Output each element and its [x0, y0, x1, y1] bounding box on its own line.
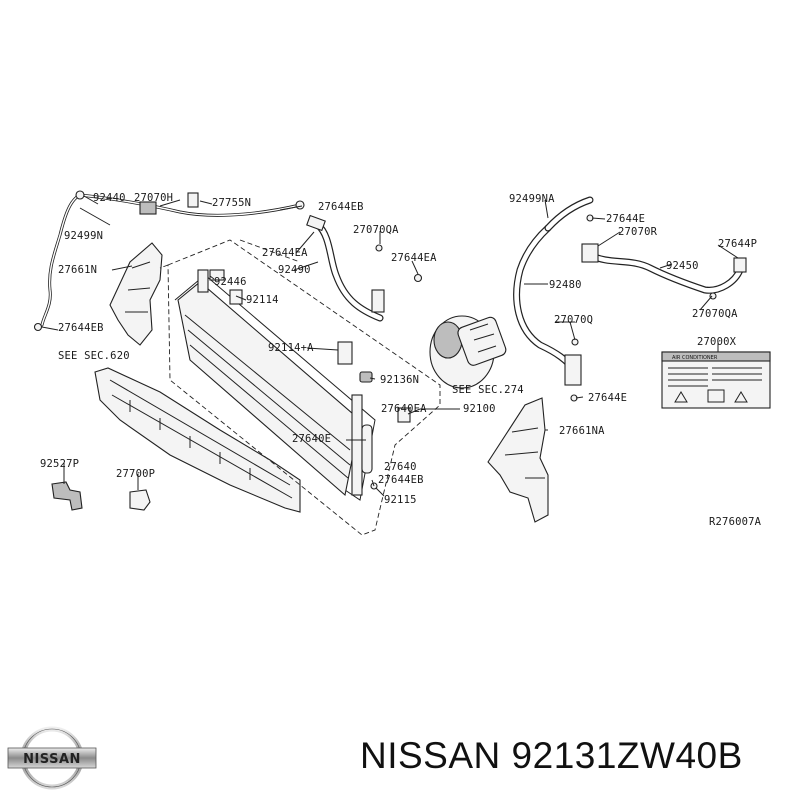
label-92450: 92450: [666, 260, 699, 272]
bracket-27661na: [487, 397, 549, 523]
dryer-27640e: [361, 424, 373, 474]
label-92446: 92446: [214, 276, 247, 288]
warning-label-27000x: AIR CONDITIONER: [661, 351, 771, 409]
label-27070q: 27070Q: [554, 314, 593, 326]
label-27644eb-bot: 27644EB: [378, 474, 424, 486]
sensor-27700p: [129, 489, 151, 511]
label-27640e: 27640E: [292, 433, 331, 445]
label-92480: 92480: [549, 279, 582, 291]
clip-27755n: [187, 192, 199, 208]
label-92499na: 92499NA: [509, 193, 555, 205]
bracket-92114a: [337, 341, 353, 365]
warning-label-title: AIR CONDITIONER: [672, 355, 718, 361]
label-ref-r276007a: R276007A: [709, 516, 762, 528]
label-27640ea: 27640EA: [381, 403, 427, 415]
hose-92450: [581, 214, 747, 300]
label-92100: 92100: [463, 403, 496, 415]
label-27640: 27640: [384, 461, 417, 473]
label-92527p: 92527P: [40, 458, 79, 470]
label-27070qa-a: 27070QA: [353, 224, 399, 236]
front-reinforcement: [94, 367, 301, 513]
label-27644e-a: 27644E: [606, 213, 645, 225]
label-92499n: 92499N: [64, 230, 103, 242]
label-27644e-b: 27644E: [588, 392, 627, 404]
label-27644eb-top: 27644EB: [318, 201, 364, 213]
label-27070r: 27070R: [618, 226, 658, 238]
label-27661na: 27661NA: [559, 425, 605, 437]
label-27644ea-a: 27644EA: [262, 247, 308, 259]
label-27070qa-b: 27070QA: [692, 308, 738, 320]
cap-92136n: [359, 371, 373, 383]
label-27644p: 27644P: [718, 238, 757, 250]
condenser-92100: [174, 269, 376, 501]
label-27070h: 27070H: [134, 192, 173, 204]
bracket-27661n: [109, 242, 163, 346]
label-27755n: 27755N: [212, 197, 251, 209]
label-27644eb-left: 27644EB: [58, 322, 104, 334]
label-92115: 92115: [384, 494, 417, 506]
label-see-sec-620: SEE SEC.620: [58, 350, 130, 362]
label-92136n: 92136N: [380, 374, 419, 386]
sensor-92527p: [51, 481, 83, 511]
low-pressure-line-left: [33, 190, 305, 332]
label-27644ea-b: 27644EA: [391, 252, 437, 264]
logo-wordmark: NISSAN: [23, 752, 81, 767]
label-92440: 92440: [93, 192, 126, 204]
label-27700p: 27700P: [116, 468, 155, 480]
bracket-92446: [209, 269, 225, 281]
label-92490: 92490: [278, 264, 311, 276]
label-92114a: 92114+A: [268, 342, 314, 354]
label-see-sec-274: SEE SEC.274: [452, 384, 524, 396]
hose-92480: [513, 196, 594, 386]
o-ring-27644ea: [413, 273, 423, 283]
part-number-title: NISSAN 92131ZW40B: [360, 735, 743, 776]
nissan-logo: NISSAN: [7, 726, 97, 790]
hose-92490: [306, 214, 385, 322]
bracket-92114: [229, 289, 243, 305]
connector-27070h: [139, 201, 157, 215]
label-27661n: 27661N: [58, 264, 97, 276]
label-27000x: 27000X: [697, 336, 737, 348]
label-92114: 92114: [246, 294, 279, 306]
bracket-27640ea: [397, 407, 411, 423]
compressor: [429, 315, 507, 389]
